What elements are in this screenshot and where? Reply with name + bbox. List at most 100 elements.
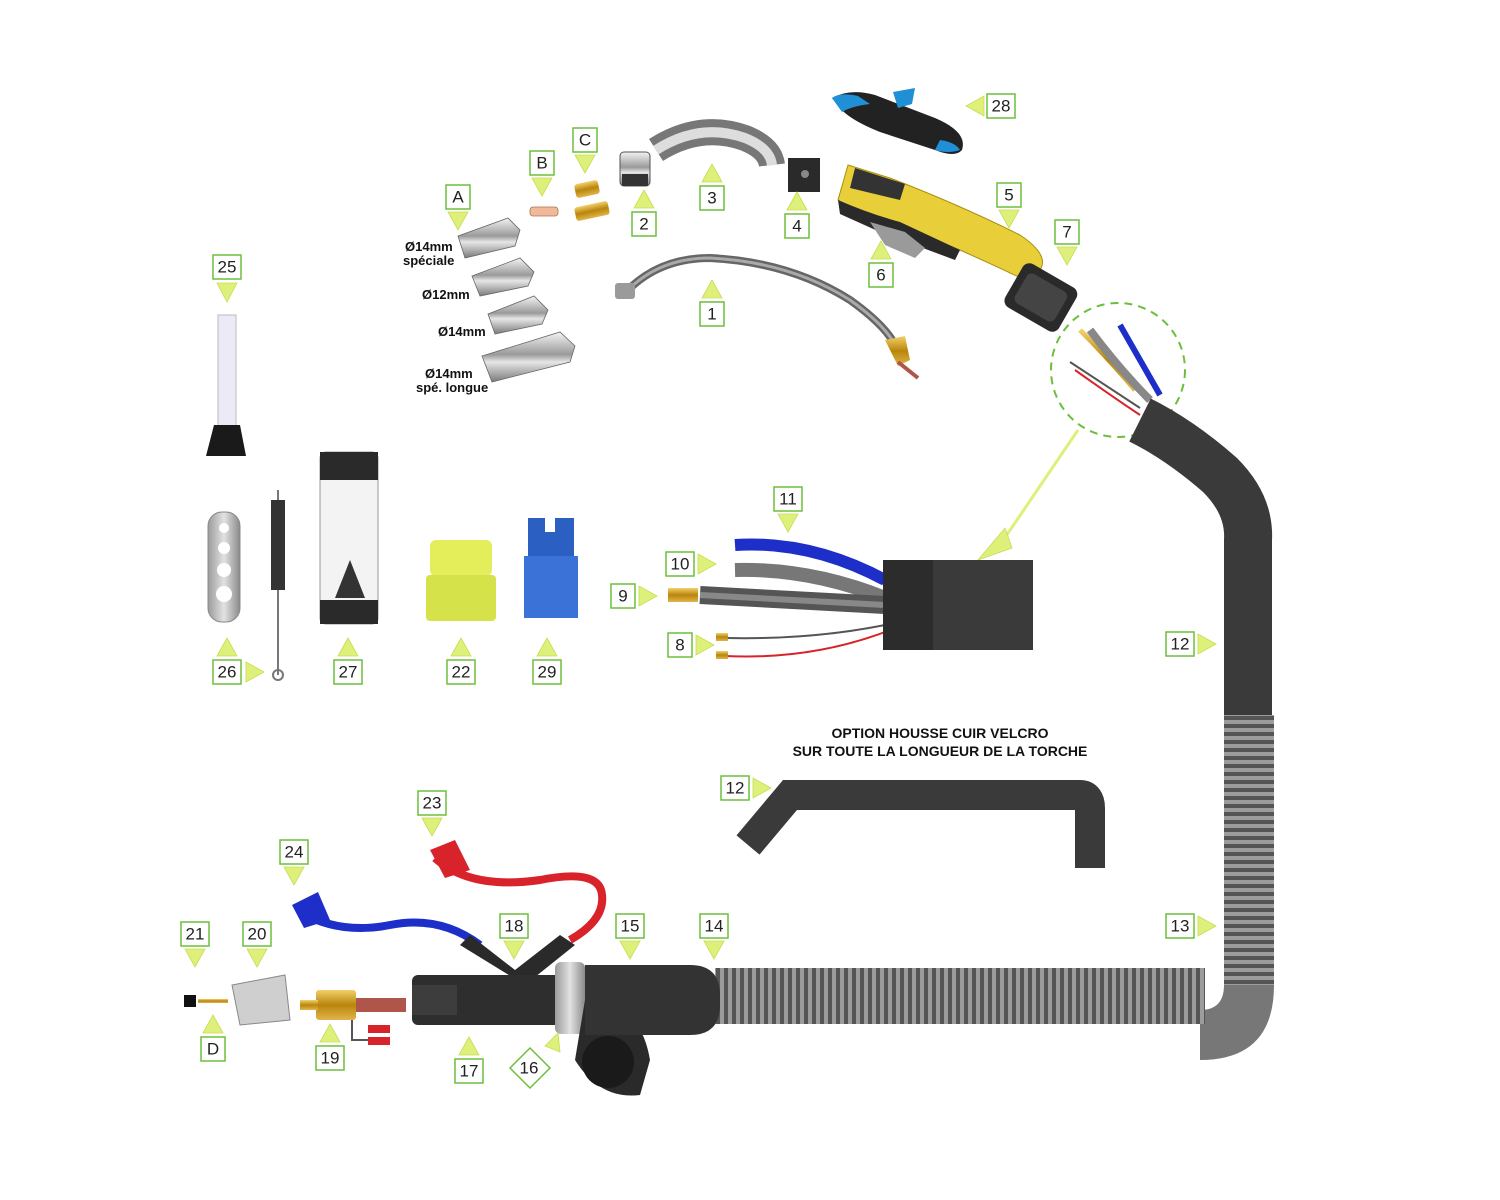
callout-12-main: 12: [1165, 631, 1217, 657]
svg-text:12: 12: [726, 779, 745, 798]
callout-21: 21: [180, 921, 210, 968]
svg-text:C: C: [579, 131, 591, 150]
svg-text:24: 24: [285, 843, 304, 862]
insulator-hole: [801, 170, 809, 178]
svg-text:3: 3: [707, 189, 716, 208]
nozzle-long-part: [481, 331, 576, 383]
svg-text:21: 21: [186, 925, 205, 944]
svg-text:23: 23: [423, 794, 442, 813]
callout-6: 6: [868, 240, 894, 288]
svg-text:22: 22: [452, 663, 471, 682]
nozzle-label-long-size: Ø14mm: [425, 366, 473, 381]
option-leather-cover-part: [736, 780, 1105, 868]
svg-text:B: B: [536, 154, 547, 173]
red-water-hose-part: [430, 840, 607, 944]
leather-cover-part: [1129, 398, 1273, 715]
callout-23: 23: [417, 790, 447, 837]
svg-text:6: 6: [876, 266, 885, 285]
svg-text:27: 27: [339, 663, 358, 682]
svg-text:4: 4: [792, 217, 801, 236]
svg-text:2: 2: [639, 215, 648, 234]
spanner-tool-part: [207, 511, 241, 623]
svg-text:5: 5: [1004, 186, 1013, 205]
blue-adapter-part: [524, 518, 578, 618]
contact-tip-part: [529, 206, 559, 217]
svg-text:10: 10: [671, 555, 690, 574]
swan-neck-part: [649, 119, 785, 168]
nozzle-special-part: [457, 217, 521, 259]
callout-20: 20: [242, 921, 272, 968]
svg-text:20: 20: [248, 925, 267, 944]
callout-24: 24: [279, 839, 309, 886]
callout-16: 16: [508, 1032, 561, 1090]
svg-text:A: A: [452, 188, 464, 207]
nozzle-label-long: spé. longue: [416, 380, 488, 395]
handle-nut-part: [1004, 263, 1078, 332]
callout-11: 11: [773, 486, 803, 533]
nozzle-label-special-size: Ø14mm: [405, 239, 453, 254]
neck-adapter-part: [619, 151, 651, 187]
y-connector-part: [460, 935, 575, 985]
nozzle-14mm-part: [487, 295, 549, 335]
callout-5: 5: [996, 182, 1022, 229]
svg-text:7: 7: [1062, 223, 1071, 242]
callout-D: D: [200, 1014, 226, 1062]
callout-18: 18: [499, 913, 529, 960]
yellow-sleeve-part: [426, 540, 496, 621]
svg-text:28: 28: [992, 97, 1011, 116]
callout-2: 2: [631, 189, 657, 237]
nozzle-label-14mm: Ø14mm: [438, 324, 486, 339]
svg-text:8: 8: [675, 636, 684, 655]
callout-3: 3: [699, 163, 725, 211]
brass-connector-part: [300, 990, 406, 1045]
svg-text:13: 13: [1171, 917, 1190, 936]
callout-7: 7: [1054, 219, 1080, 266]
svg-text:16: 16: [520, 1059, 539, 1078]
callout-12-option: 12: [720, 775, 772, 801]
callout-C: C: [572, 127, 598, 174]
callout-19: 19: [315, 1023, 345, 1071]
small-insert-part: [184, 995, 196, 1007]
nozzle-label-special: spéciale: [403, 253, 454, 268]
detail-circle: [1050, 302, 1186, 438]
trigger-part: [870, 222, 925, 258]
callout-22: 22: [446, 637, 476, 685]
callout-15: 15: [615, 913, 645, 960]
svg-text:18: 18: [505, 917, 524, 936]
corrugated-hose-part: [715, 715, 1274, 1060]
torch-handle-part: [837, 164, 1043, 281]
callout-10: 10: [665, 551, 717, 577]
cable-bundle-detail: [668, 538, 1033, 659]
callout-27: 27: [333, 637, 363, 685]
svg-text:14: 14: [705, 917, 724, 936]
svg-text:9: 9: [618, 587, 627, 606]
svg-text:29: 29: [538, 663, 557, 682]
handle-cover-part: [832, 88, 963, 154]
clamp-ring-part: [555, 962, 585, 1034]
callout-B: B: [529, 150, 555, 197]
callout-8: 8: [667, 632, 715, 658]
blue-water-hose-part: [292, 892, 483, 949]
callout-9: 9: [610, 583, 658, 609]
hose-sleeve-part: [585, 965, 720, 1035]
detail-pointer-arrow: [976, 527, 1013, 561]
option-note-line1: OPTION HOUSSE CUIR VELCRO: [831, 725, 1048, 741]
svg-text:1: 1: [707, 305, 716, 324]
inner-tube-part: [615, 253, 920, 380]
cleaning-brush-part: [271, 490, 285, 681]
knurled-nut-part: [231, 974, 291, 1026]
callout-28: 28: [965, 93, 1016, 119]
handle-cable-exit: [1069, 323, 1163, 416]
callout-14: 14: [699, 913, 729, 960]
callout-26: 26: [212, 637, 265, 685]
callout-13: 13: [1165, 913, 1217, 939]
svg-text:12: 12: [1171, 635, 1190, 654]
callout-29: 29: [532, 637, 562, 685]
svg-text:25: 25: [218, 258, 237, 277]
svg-text:19: 19: [321, 1049, 340, 1068]
svg-text:26: 26: [218, 663, 237, 682]
option-note-line2: SUR TOUTE LA LONGUEUR DE LA TORCHE: [793, 743, 1088, 759]
guide-pin-part: [198, 999, 228, 1003]
svg-text:D: D: [207, 1040, 219, 1059]
callout-25: 25: [212, 254, 242, 303]
